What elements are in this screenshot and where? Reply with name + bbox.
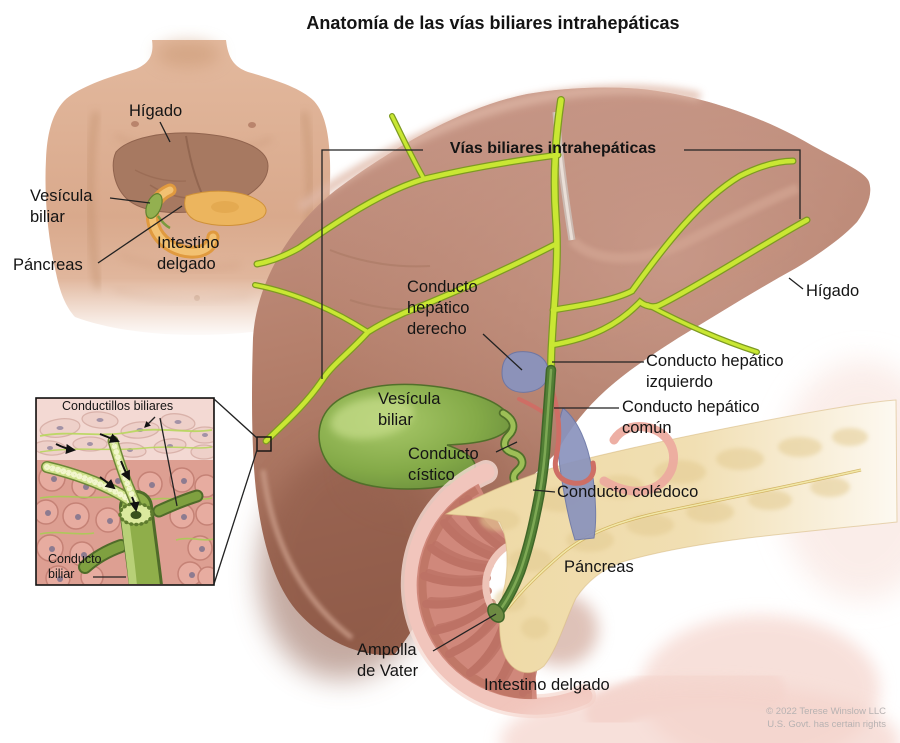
- page-title: Anatomía de las vías biliares intrahepát…: [306, 13, 680, 33]
- label-vias-biliares-intrahepaticas: Vías biliares intrahepáticas: [449, 140, 657, 157]
- annotations: [93, 121, 804, 652]
- bile-flow-arrows: [55, 433, 140, 512]
- microscopy-box-border: [35, 397, 215, 586]
- small-intestine-ghost: [500, 615, 900, 743]
- nipple-right: [248, 122, 256, 128]
- callout-square: [256, 436, 272, 452]
- nipple-left: [131, 121, 139, 127]
- bracket-right: [684, 149, 801, 219]
- label-torso-vesicula-biliar: Vesícula biliar: [30, 187, 93, 226]
- intrahepatic-bile-ducts: [252, 96, 811, 445]
- label-conducto-coledoco: Conducto colédoco: [557, 483, 699, 501]
- leader-conductillos-1: [144, 416, 156, 428]
- leader-conductillos-2: [159, 417, 178, 507]
- leader-torso-vesicula: [109, 197, 151, 204]
- label-torso-pancreas: Páncreas: [13, 256, 83, 274]
- label-torso-higado: Hígado: [129, 102, 183, 120]
- leader-ampolla: [432, 613, 497, 652]
- bracket-left: [321, 149, 423, 379]
- label-conductillos-biliares: Conductillos biliares: [62, 399, 174, 413]
- label-higado: Hígado: [806, 282, 860, 300]
- leader-coledoco: [532, 489, 556, 493]
- torso-gallbladder: [145, 193, 171, 230]
- label-conducto-hepatico-derecho: Conducto hepático derecho: [407, 278, 478, 338]
- liver-shape: [252, 84, 871, 680]
- label-ampolla-de-vater: Ampolla de Vater: [357, 641, 419, 680]
- copyright-line2: U.S. Govt. has certain rights: [767, 718, 886, 730]
- copyright-line1: © 2022 Terese Winslow LLC: [766, 706, 886, 717]
- label-conducto-biliar: Conducto biliar: [48, 552, 102, 581]
- label-conducto-hepatico-izquierdo: Conducto hepático izquierdo: [646, 352, 784, 391]
- leader-torso-pancreas: [97, 205, 183, 264]
- leader-higado: [788, 277, 804, 290]
- label-pancreas: Páncreas: [564, 558, 634, 576]
- leader-cistico: [495, 441, 518, 453]
- portal-vein: [501, 351, 597, 541]
- callout-line-bottom: [213, 449, 258, 585]
- copyright-notice: © 2022 Terese Winslow LLC U.S. Govt. has…: [766, 706, 886, 731]
- label-intestino-delgado: Intestino delgado: [484, 676, 610, 694]
- leader-derecho: [482, 333, 523, 371]
- label-vesicula-biliar: Vesícula biliar: [378, 390, 441, 429]
- callout-line-top: [213, 398, 258, 439]
- label-torso-intestino-delgado: Intestino delgado: [157, 234, 220, 273]
- pancreas-shape: [444, 399, 898, 674]
- leader-torso-higado: [159, 121, 171, 143]
- common-bile-duct: [487, 364, 557, 623]
- main-illustration: [252, 84, 900, 743]
- label-conducto-cistico: Conducto cístico: [408, 445, 479, 484]
- gallbladder-shape: [318, 383, 512, 490]
- microscopy-inset: [35, 397, 215, 586]
- label-conducto-hepatico-comun: Conducto hepático común: [622, 398, 760, 437]
- neck-shadow: [156, 41, 220, 67]
